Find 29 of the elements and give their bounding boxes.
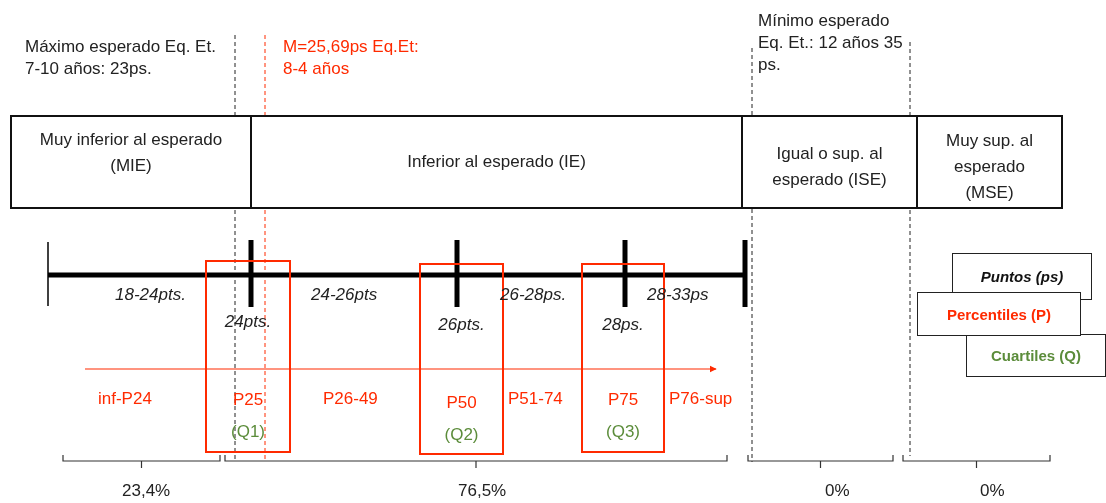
range-label: 18-24pts. — [115, 284, 186, 306]
percentage-label: 76,5% — [458, 480, 507, 502]
percentile-label: P25 — [231, 390, 265, 410]
range-label: 24-26pts — [311, 284, 378, 306]
percentile-label: P26-49 — [323, 388, 378, 410]
highlight-box — [205, 260, 291, 453]
percentile-label: P50 — [445, 393, 478, 413]
scale-value: 28ps. — [601, 315, 645, 335]
legend-entry: Cuartiles (Q) — [966, 334, 1106, 377]
quartile-label: (Q2) — [443, 425, 480, 445]
percentile-label: inf-P24 — [98, 388, 152, 410]
quartile-label: (Q3) — [605, 422, 641, 442]
scale-value: 26pts. — [437, 315, 486, 335]
annotation: Mínimo esperado Eq. Et.: 12 años 35 ps. — [758, 10, 903, 76]
percentile-label: P76-sup — [669, 388, 733, 410]
scale-value: 24pts. — [223, 312, 273, 332]
category-box: Inferior al esperado (IE) — [250, 115, 743, 209]
category-box: Muy sup. al esperado (MSE) — [916, 115, 1063, 209]
percentile-label: P75 — [606, 390, 640, 410]
percentage-label: 23,4% — [122, 480, 171, 502]
annotation: Máximo esperado Eq. Et. 7-10 años: 23ps. — [25, 36, 217, 80]
annotation: M=25,69ps Eq.Et: 8-4 años — [283, 36, 420, 80]
percentage-label: 0% — [825, 480, 850, 502]
category-box: Igual o sup. al esperado (ISE) — [741, 115, 918, 209]
category-box: Muy inferior al esperado (MIE) — [10, 115, 252, 209]
percentage-label: 0% — [980, 480, 1005, 502]
legend-entry: Percentiles (P) — [917, 292, 1081, 336]
quartile-label: (Q1) — [230, 422, 266, 442]
percentile-label: P51-74 — [508, 388, 563, 410]
